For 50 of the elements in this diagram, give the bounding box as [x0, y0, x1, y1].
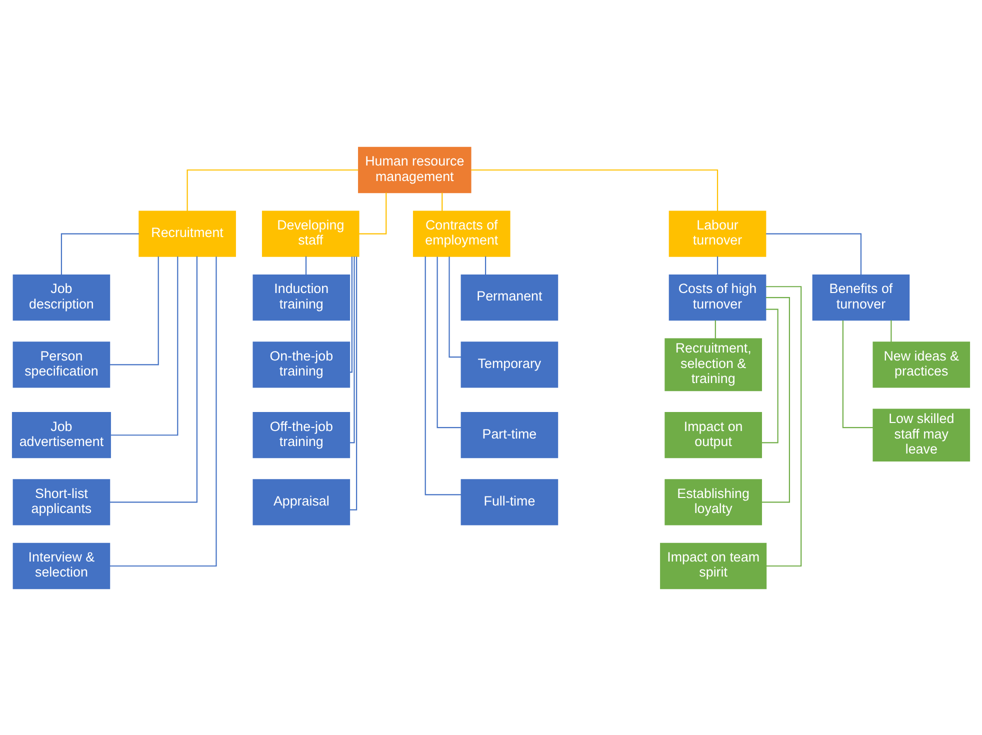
node-box: Contracts of employment	[412, 210, 510, 256]
connector	[110, 256, 178, 436]
connector	[766, 232, 862, 274]
connector	[714, 320, 716, 338]
connector	[716, 256, 718, 274]
node-box: Job advertisement	[12, 412, 111, 458]
node-box: New ideas & practices	[872, 341, 970, 388]
node-box: Interview & selection	[12, 542, 110, 589]
connector	[350, 256, 355, 443]
node-box: Permanent	[460, 274, 558, 320]
node-box: Induction training	[252, 274, 350, 320]
node-box: Part-time	[460, 412, 558, 458]
node-box: On-the-job training	[252, 341, 350, 388]
connector	[890, 320, 892, 342]
connector	[470, 168, 718, 211]
node-box: Human resource management	[358, 146, 472, 193]
connector	[110, 256, 159, 365]
node-box: Costs of high turnover	[668, 274, 766, 320]
node-box: Low skilled staff may leave	[872, 408, 970, 462]
node-box: Appraisal	[252, 478, 350, 525]
node-box: Labour turnover	[668, 210, 766, 256]
connector	[442, 192, 443, 210]
connector	[485, 256, 486, 274]
connector	[436, 256, 461, 428]
node-box: Impact on team spirit	[660, 542, 767, 589]
node-box: Recruitment, selection & training	[664, 338, 762, 391]
node-box: Temporary	[460, 341, 558, 388]
connector	[762, 308, 778, 443]
connector	[186, 168, 358, 211]
connector	[424, 256, 462, 495]
connector	[842, 320, 874, 428]
node-box: Person specification	[12, 341, 110, 388]
connector	[350, 256, 358, 510]
node-box: Short-list applicants	[12, 478, 110, 525]
connector	[350, 256, 352, 372]
connector	[766, 286, 802, 566]
node-box: Developing staff	[262, 210, 360, 256]
node-box: Full-time	[460, 478, 558, 525]
node-box: Benefits of turnover	[812, 274, 910, 320]
connector	[762, 296, 790, 502]
connector	[110, 256, 198, 502]
connector	[110, 256, 217, 566]
node-box: Establishing loyalty	[664, 478, 762, 525]
connector	[358, 192, 387, 234]
connector	[305, 256, 307, 274]
node-box: Off-the-job training	[252, 412, 350, 458]
node-box: Job description	[12, 274, 110, 320]
connector	[60, 232, 139, 274]
node-box: Impact on output	[664, 412, 762, 458]
node-box: Recruitment	[138, 210, 236, 256]
